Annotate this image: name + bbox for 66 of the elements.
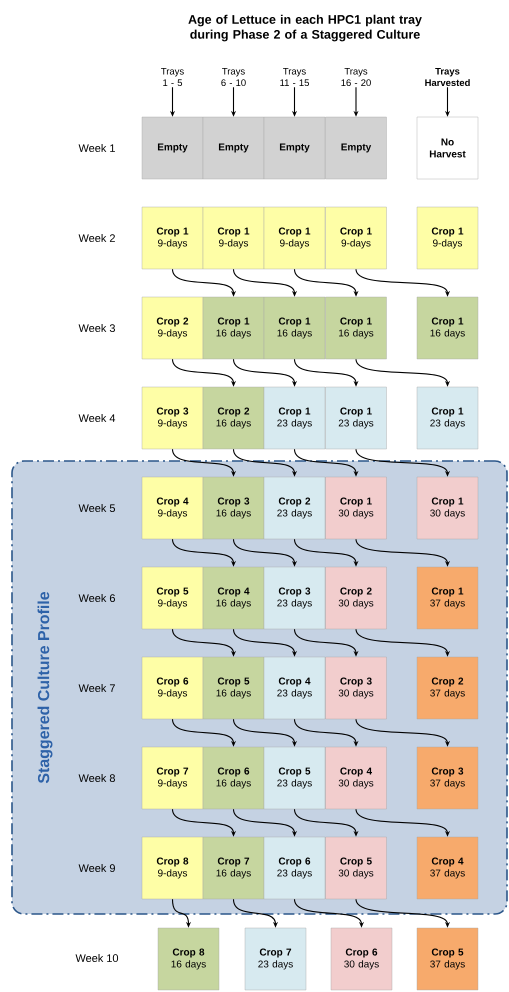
tray-box: Crop 5 37 days — [416, 928, 478, 990]
tray-box: Crop 1 9-days — [325, 206, 387, 270]
tray-box: Crop 5 16 days — [202, 656, 264, 720]
tray-box: Empty — [202, 116, 264, 180]
week-label: Week 7 — [78, 684, 115, 692]
tray-box: Crop 1 23 days — [416, 386, 478, 450]
tray-box: Crop 3 23 days — [264, 566, 326, 630]
tray-box: Crop 2 30 days — [325, 566, 387, 630]
tray-box: Crop 7 9-days — [142, 746, 204, 810]
title: Age of Lettuce in each HPC1 plant tray during Phase 2 of a Staggered Culture — [188, 14, 422, 42]
tray-box: Crop 3 30 days — [325, 656, 387, 720]
week-label: Week 3 — [78, 324, 115, 332]
tray-box: Crop 1 37 days — [416, 566, 478, 630]
tray-box: Crop 1 23 days — [325, 386, 387, 450]
band-label: Staggered Culture Profile — [38, 592, 52, 784]
tray-box: Crop 8 16 days — [158, 928, 220, 990]
tray-box: Crop 4 9-days — [142, 476, 204, 540]
tray-box: Empty — [264, 116, 326, 180]
tray-box: Crop 5 30 days — [325, 836, 387, 900]
tray-box: Crop 7 23 days — [244, 928, 306, 990]
week-label: Week 6 — [78, 594, 115, 602]
column-heading: Trays 11 - 15 — [280, 68, 309, 86]
tray-box: Crop 5 23 days — [264, 746, 326, 810]
week-label: Week 2 — [78, 234, 115, 242]
tray-box: Crop 1 16 days — [416, 296, 478, 360]
tray-box: Crop 5 9-days — [142, 566, 204, 630]
tray-box: Empty — [325, 116, 387, 180]
week-label: Week 8 — [78, 774, 115, 782]
tray-box: Crop 3 37 days — [416, 746, 478, 810]
week-label: Week 5 — [78, 504, 115, 512]
tray-box: Crop 2 9-days — [142, 296, 204, 360]
tray-box: Crop 1 9-days — [264, 206, 326, 270]
tray-box: Crop 6 16 days — [202, 746, 264, 810]
tray-box: Crop 2 23 days — [264, 476, 326, 540]
column-heading: Trays 16 - 20 — [341, 68, 371, 86]
tray-box: Crop 8 9-days — [142, 836, 204, 900]
tray-box: Crop 6 23 days — [264, 836, 326, 900]
tray-box: Crop 3 16 days — [202, 476, 264, 540]
tray-box: Crop 1 16 days — [325, 296, 387, 360]
tray-box: Crop 2 37 days — [416, 656, 478, 720]
tray-box: Crop 1 16 days — [264, 296, 326, 360]
tray-box: Crop 1 30 days — [416, 476, 478, 540]
column-heading: Trays Harvested — [425, 68, 470, 86]
tray-box: Crop 4 16 days — [202, 566, 264, 630]
tray-box: Crop 6 30 days — [330, 928, 392, 990]
tray-box: Crop 3 9-days — [142, 386, 204, 450]
tray-box: Crop 4 37 days — [416, 836, 478, 900]
tray-box: Crop 7 16 days — [202, 836, 264, 900]
tray-box: Crop 1 9-days — [416, 206, 478, 270]
tray-box: Crop 2 16 days — [202, 386, 264, 450]
tray-box: Crop 1 16 days — [202, 296, 264, 360]
column-heading: Trays 1 - 5 — [161, 68, 184, 86]
week-label: Week 10 — [76, 954, 118, 962]
week-label: Week 9 — [78, 864, 115, 872]
tray-box: Crop 4 30 days — [325, 746, 387, 810]
tray-box: Crop 4 23 days — [264, 656, 326, 720]
column-heading: Trays 6 - 10 — [221, 68, 246, 86]
tray-box: Crop 1 9-days — [142, 206, 204, 270]
tray-box: Crop 1 30 days — [325, 476, 387, 540]
tray-box: Crop 6 9-days — [142, 656, 204, 720]
week-label: Week 4 — [78, 414, 116, 422]
tray-box: No Harvest — [416, 116, 478, 180]
tray-box: Crop 1 23 days — [264, 386, 326, 450]
week-label: Week 1 — [78, 144, 115, 152]
tray-box: Crop 1 9-days — [202, 206, 264, 270]
tray-box: Empty — [142, 116, 204, 180]
